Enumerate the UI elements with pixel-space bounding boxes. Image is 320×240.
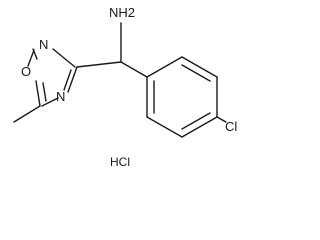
bond-ph-cl bbox=[216, 116, 227, 123]
bond-c5-o-double bbox=[42, 82, 47, 102]
ring-o-label: O bbox=[21, 64, 31, 79]
bond-ph-2-3 bbox=[181, 56, 218, 78]
chemical-structure: NH2 N O N Cl HCl bbox=[13, 5, 237, 169]
oxadiazole-ring bbox=[27, 48, 78, 107]
bond-methyl bbox=[13, 105, 41, 123]
phenyl-ring bbox=[146, 56, 218, 138]
bond-ph-inner-a bbox=[181, 64, 211, 82]
ring-n-bottom-label: N bbox=[56, 89, 65, 104]
bond-ph-1-2 bbox=[146, 56, 183, 78]
amine-label: NH2 bbox=[109, 5, 135, 20]
bond-ph-inner-b bbox=[181, 112, 211, 130]
bond-c3-n-bottom bbox=[67, 66, 78, 93]
bond-n-bottom-c5 bbox=[41, 97, 59, 107]
bond-c3-ch bbox=[76, 61, 122, 68]
bond-ph-5-6 bbox=[146, 116, 183, 138]
bond-c5-o bbox=[35, 80, 41, 107]
ring-n-top-label: N bbox=[39, 37, 48, 52]
bond-ph-4-5 bbox=[181, 116, 218, 138]
chlorine-label: Cl bbox=[225, 119, 237, 134]
bond-n-top-c3 bbox=[52, 48, 76, 68]
bond-c3-n-bottom-double bbox=[63, 69, 72, 91]
bond-ch-phenyl bbox=[120, 61, 148, 78]
salt-label: HCl bbox=[110, 155, 130, 169]
bond-o-n-double bbox=[27, 49, 35, 67]
